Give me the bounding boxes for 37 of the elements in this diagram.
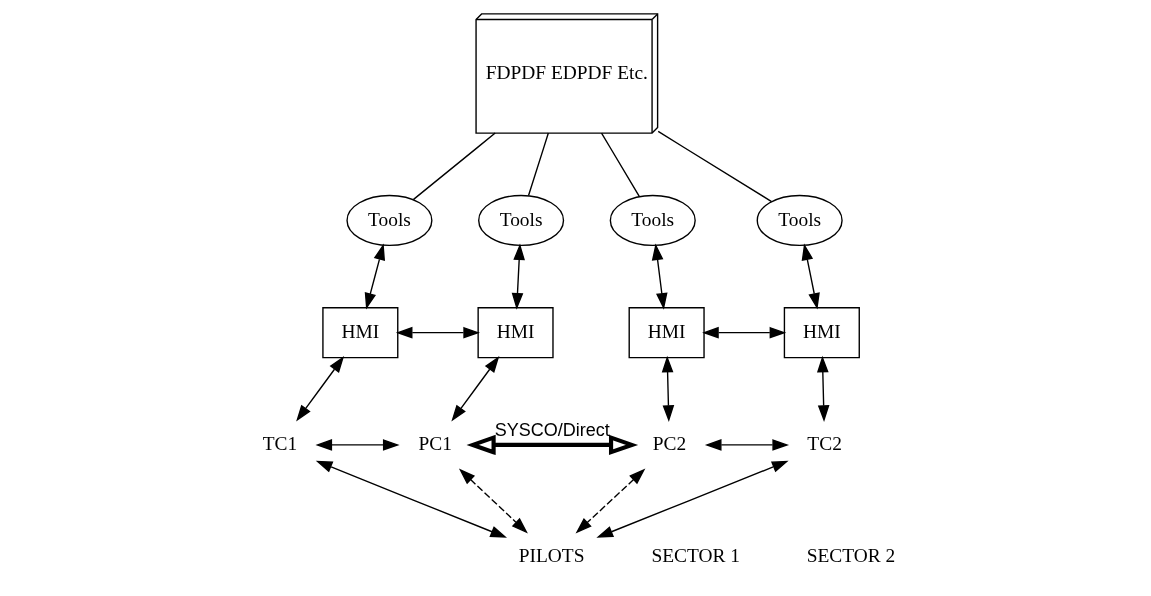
arrow bbox=[315, 460, 507, 538]
connector bbox=[657, 130, 773, 203]
node-text: PC1 bbox=[418, 433, 452, 455]
node-box: HMI bbox=[477, 307, 554, 359]
arrow bbox=[575, 468, 646, 534]
node-text: PC2 bbox=[652, 433, 687, 455]
edge-label: SYSCO/Direct bbox=[494, 419, 610, 440]
node-box: HMI bbox=[628, 307, 705, 359]
arrow bbox=[702, 326, 787, 339]
arrow bbox=[651, 243, 668, 310]
label: SECTOR 2 bbox=[806, 545, 896, 567]
node-text: TC2 bbox=[807, 433, 842, 455]
connector bbox=[527, 132, 550, 197]
connector bbox=[412, 132, 496, 201]
node-text: PILOTS bbox=[518, 545, 585, 567]
node-ellipse: Tools bbox=[756, 194, 843, 247]
node-ellipse: Tools bbox=[609, 194, 696, 247]
arrow bbox=[458, 468, 528, 534]
node-ellipse: Tools bbox=[346, 194, 433, 247]
arrow bbox=[466, 434, 639, 456]
arrow bbox=[816, 355, 830, 422]
arrow bbox=[511, 243, 525, 310]
arrow bbox=[296, 356, 345, 422]
arrow bbox=[661, 355, 675, 422]
arrow bbox=[704, 439, 790, 451]
node-box: HMI bbox=[783, 307, 860, 359]
arrow bbox=[395, 326, 480, 339]
arrow bbox=[801, 243, 820, 310]
node-text: TC1 bbox=[262, 433, 298, 455]
node-box: HMI bbox=[322, 307, 399, 359]
arrow bbox=[315, 439, 400, 451]
arrow bbox=[451, 356, 500, 422]
arrow bbox=[364, 243, 386, 310]
connector bbox=[600, 132, 641, 198]
node-ellipse: Tools bbox=[478, 194, 565, 247]
label: SECTOR 1 bbox=[651, 545, 740, 567]
arrow bbox=[596, 460, 789, 538]
